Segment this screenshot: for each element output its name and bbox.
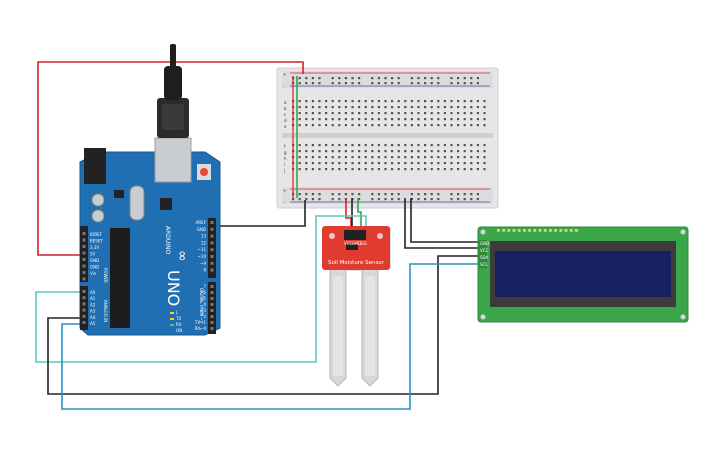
lcd-pin-sda: SDA <box>480 255 489 260</box>
svg-text:L: L <box>176 310 179 315</box>
wire-sensor-to-a0-teal[interactable] <box>35 215 367 363</box>
wire-sensor-vcc[interactable] <box>345 198 352 228</box>
sensor-pin-header <box>344 230 366 240</box>
rail-minus-top: - <box>283 84 285 89</box>
svg-text:RX←0: RX←0 <box>195 326 207 331</box>
sensor-chip <box>346 244 358 250</box>
wire-lcd-scl-blue[interactable] <box>61 263 480 410</box>
analog-header <box>80 286 88 330</box>
svg-text:5V: 5V <box>90 252 96 257</box>
lcd-display[interactable]: GND VCC SDA SCL <box>477 226 689 323</box>
svg-text:Vin: Vin <box>90 271 97 276</box>
svg-text:TX→1: TX→1 <box>194 320 207 325</box>
usb-connector <box>154 137 192 183</box>
svg-text:b: b <box>284 106 287 111</box>
row-letters-top: a b c d e <box>284 100 287 129</box>
breadboard-holes <box>292 77 486 201</box>
svg-text:f: f <box>284 144 286 149</box>
svg-text:RX: RX <box>176 322 182 327</box>
svg-text:d: d <box>284 118 287 123</box>
svg-text:A5: A5 <box>90 321 96 326</box>
lcd-pin-gnd: GND <box>480 241 489 246</box>
lcd-top-pins <box>497 229 578 232</box>
svg-text:TX: TX <box>175 316 181 321</box>
svg-text:RESET: RESET <box>90 239 103 244</box>
svg-text:4: 4 <box>203 302 206 307</box>
digital-header-label: DIGITAL (PWM ~) <box>199 288 204 323</box>
svg-text:IOREF: IOREF <box>90 232 103 237</box>
svg-text:7: 7 <box>203 284 206 289</box>
svg-text:13: 13 <box>201 234 207 239</box>
wire-lcd-sda-black[interactable] <box>47 255 480 395</box>
svg-text:GND: GND <box>197 227 206 232</box>
svg-text:c: c <box>284 112 286 117</box>
arduino-branding: ∞ ARDUINO UNO <box>164 226 190 306</box>
svg-text:~11: ~11 <box>198 247 207 252</box>
svg-text:~6: ~6 <box>200 290 206 295</box>
board-leds: L TX RX ON <box>170 310 182 333</box>
svg-text:g: g <box>284 150 287 155</box>
wires <box>35 61 480 410</box>
lcd-pin-scl: SCL <box>480 262 488 267</box>
atmega-chip <box>110 228 130 328</box>
capacitor-1 <box>91 193 105 207</box>
arduino-uno-board[interactable]: IOREFRESET3.3V5VGNDGNDVinA0A1A2A3A4A5ARE… <box>79 44 221 336</box>
row-letters-bottom: f g h i j <box>283 144 287 173</box>
lcd-pin-vcc: VCC <box>480 248 489 253</box>
svg-text:ON: ON <box>176 328 182 333</box>
svg-text:A2: A2 <box>90 302 96 307</box>
breadboard[interactable]: a b c d e f g h i j + - + - <box>276 67 499 209</box>
svg-text:A3: A3 <box>90 309 96 314</box>
digital-header <box>208 282 216 334</box>
soil-moisture-sensor[interactable]: Soil Moisture Sensor VCC GND SIG <box>322 226 391 387</box>
crystal <box>129 185 145 221</box>
arduino-model: UNO <box>164 270 183 306</box>
wire-lcd-gnd-black[interactable] <box>404 198 480 249</box>
svg-text:a: a <box>284 100 287 105</box>
usb-cable <box>157 44 189 138</box>
svg-text:12: 12 <box>201 240 207 245</box>
svg-text:GND: GND <box>90 258 99 263</box>
svg-text:~10: ~10 <box>198 254 207 259</box>
svg-text:~5: ~5 <box>200 296 206 301</box>
rail-minus-bottom: - <box>283 200 285 205</box>
svg-text:2: 2 <box>203 314 206 319</box>
top-digital-header <box>208 218 216 278</box>
svg-text:j: j <box>283 168 285 173</box>
capacitor-2 <box>91 209 105 223</box>
analog-header-label: ANALOG IN <box>103 300 108 322</box>
infinity-logo: ∞ <box>174 250 190 262</box>
reset-button-cap[interactable] <box>200 168 208 176</box>
sensor-title: Soil Moisture Sensor <box>328 260 385 266</box>
svg-text:A1: A1 <box>90 296 96 301</box>
lcd-i2c-pins: GND VCC SDA SCL <box>479 240 489 268</box>
wire-sensor-sig[interactable] <box>357 198 362 228</box>
arduino-brand: ARDUINO <box>164 226 171 255</box>
pin-labels: IOREFRESET3.3V5VGNDGNDVinA0A1A2A3A4A5ARE… <box>82 220 214 331</box>
svg-text:GND: GND <box>90 265 99 270</box>
rail-plus-bottom: + <box>283 188 286 193</box>
power-header-label: POWER <box>103 268 108 283</box>
svg-text:A0: A0 <box>90 290 96 295</box>
svg-text:e: e <box>284 124 287 129</box>
wire-gnd-black[interactable] <box>215 200 306 227</box>
sensor-pin-gnd: GND <box>352 241 361 246</box>
power-jack <box>84 148 106 184</box>
wire-5v-red[interactable] <box>37 61 304 256</box>
sensor-pin-sig: SIG <box>360 241 367 246</box>
rail-plus-top: + <box>283 72 286 77</box>
sensor-pin-vcc: VCC <box>344 241 353 246</box>
lcd-screen <box>495 251 671 297</box>
svg-text:3.3V: 3.3V <box>90 245 99 250</box>
svg-text:h: h <box>284 156 287 161</box>
svg-text:A4: A4 <box>90 315 96 320</box>
svg-text:8: 8 <box>203 268 206 273</box>
svg-text:~3: ~3 <box>200 308 206 313</box>
wire-lcd-vcc-black[interactable] <box>410 198 480 243</box>
svg-text:~9: ~9 <box>200 261 206 266</box>
svg-text:i: i <box>284 162 285 167</box>
svg-text:AREF: AREF <box>196 220 207 225</box>
